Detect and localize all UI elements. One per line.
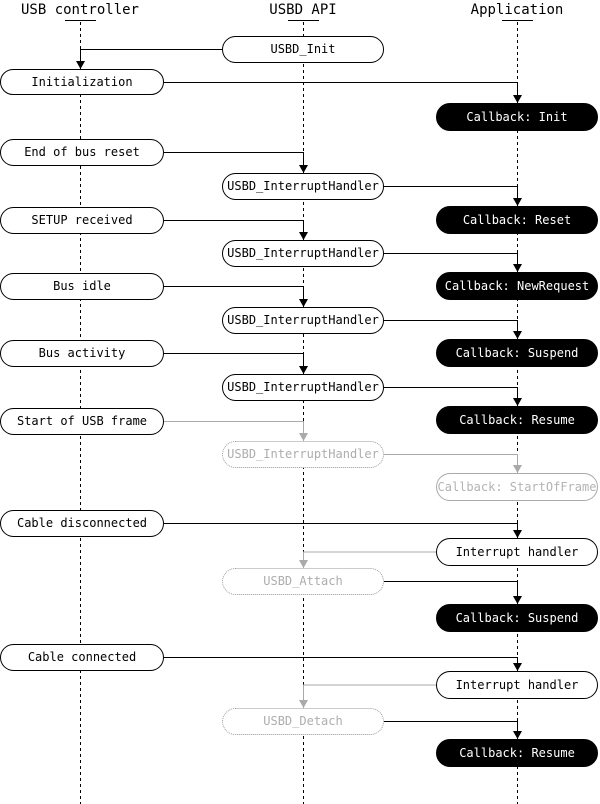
- api-node-usbd-attach-inactive: USBD_Attach: [222, 568, 384, 595]
- connector-interrupt-handler-to-callback-reset: [384, 186, 522, 206]
- connector-bus-idle-to-interrupt-handler: [164, 286, 308, 307]
- api-node-usbd-interrupt-handler-1: USBD_InterruptHandler: [222, 173, 384, 200]
- event-node-initialization: Initialization: [0, 69, 164, 95]
- connector-usbd-detach-to-callback-resume: [384, 721, 522, 739]
- connector-cable-connected-to-interrupt-handler: [164, 657, 522, 671]
- app-node-interrupt-handler-2: Interrupt handler: [436, 671, 598, 699]
- connector-end-of-bus-reset-to-interrupt-handler: [164, 152, 308, 173]
- event-node-setup-received: SETUP received: [0, 207, 164, 234]
- api-node-usbd-detach-inactive: USBD_Detach: [222, 708, 384, 735]
- connector-usbd-init-to-initialization: [76, 49, 222, 69]
- app-node-interrupt-handler-1: Interrupt handler: [436, 538, 598, 566]
- api-node-usbd-interrupt-handler-3: USBD_InterruptHandler: [222, 307, 384, 334]
- event-node-cable-connected: Cable connected: [0, 644, 164, 671]
- callback-node-resume-2: Callback: Resume: [436, 739, 598, 767]
- connector-setup-received-to-interrupt-handler: [164, 220, 308, 240]
- api-node-usbd-interrupt-handler-4: USBD_InterruptHandler: [222, 374, 384, 401]
- event-node-bus-activity: Bus activity: [0, 340, 164, 367]
- connector-interrupt-handler-to-callback-suspend: [384, 320, 522, 339]
- connector-interrupt-handler-to-callback-new-request: [384, 253, 522, 272]
- header-tick-usbd-api: [288, 20, 319, 21]
- column-header-usbd-api: USBD API: [269, 2, 337, 18]
- callback-node-reset: Callback: Reset: [436, 206, 598, 234]
- api-node-usbd-init: USBD_Init: [222, 36, 384, 63]
- connector-interrupt-handler-to-usbd-attach-inactive: [299, 551, 436, 568]
- column-header-usb-controller: USB controller: [20, 2, 139, 18]
- event-node-bus-idle: Bus idle: [0, 273, 164, 300]
- column-header-application: Application: [470, 2, 564, 18]
- connector-bus-activity-to-interrupt-handler: [164, 353, 308, 374]
- callback-node-start-of-frame-inactive: Callback: StartOfFrame: [436, 473, 598, 501]
- callback-node-resume-1: Callback: Resume: [436, 406, 598, 434]
- connector-initialization-to-callback-init: [164, 82, 522, 103]
- callback-node-init: Callback: Init: [436, 103, 598, 131]
- connector-interrupt-handler-to-callback-start-of-frame-inactive: [384, 454, 522, 473]
- event-node-cable-disconnected: Cable disconnected: [0, 510, 164, 537]
- header-tick-usb-controller: [65, 20, 96, 21]
- api-node-usbd-interrupt-handler-5-inactive: USBD_InterruptHandler: [222, 441, 384, 468]
- event-node-end-of-bus-reset: End of bus reset: [0, 139, 164, 166]
- connector-interrupt-handler-to-callback-resume: [384, 387, 522, 406]
- connector-start-of-usb-frame-to-interrupt-handler-inactive: [164, 421, 308, 441]
- callback-node-suspend-1: Callback: Suspend: [436, 339, 598, 367]
- callback-node-suspend-2: Callback: Suspend: [436, 604, 598, 632]
- connector-interrupt-handler-to-usbd-detach-inactive: [299, 684, 436, 708]
- callback-node-new-request: Callback: NewRequest: [436, 272, 598, 300]
- header-tick-application: [502, 20, 533, 21]
- event-node-start-of-usb-frame: Start of USB frame: [0, 408, 164, 435]
- api-node-usbd-interrupt-handler-2: USBD_InterruptHandler: [222, 240, 384, 267]
- connector-usbd-attach-to-callback-suspend: [384, 581, 522, 604]
- connector-cable-disconnected-to-interrupt-handler: [164, 523, 522, 538]
